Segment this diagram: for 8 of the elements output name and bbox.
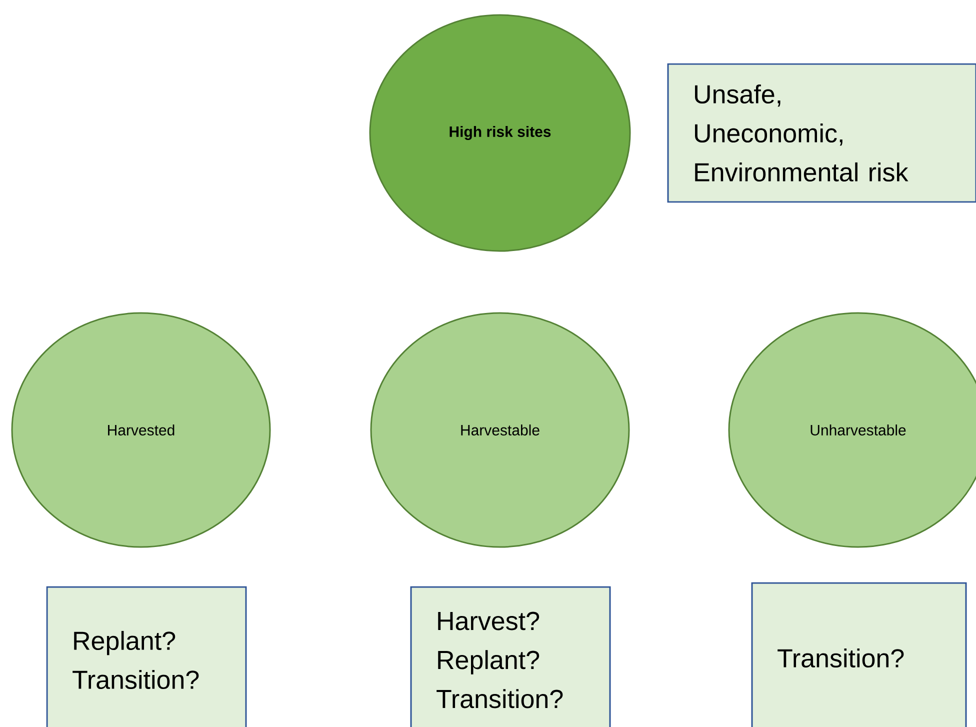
ellipse-node: Unharvestable [728, 312, 976, 548]
text-box: Transition? [751, 582, 967, 727]
text-box: Replant? Transition? [46, 586, 247, 727]
ellipse-node: Harvested [11, 312, 271, 548]
ellipse-node: Harvestable [370, 312, 630, 548]
text-box: Harvest? Replant? Transition? [410, 586, 611, 727]
ellipse-node: High risk sites [369, 14, 631, 252]
text-box: Unsafe, Uneconomic, Environmental risk [667, 63, 976, 203]
